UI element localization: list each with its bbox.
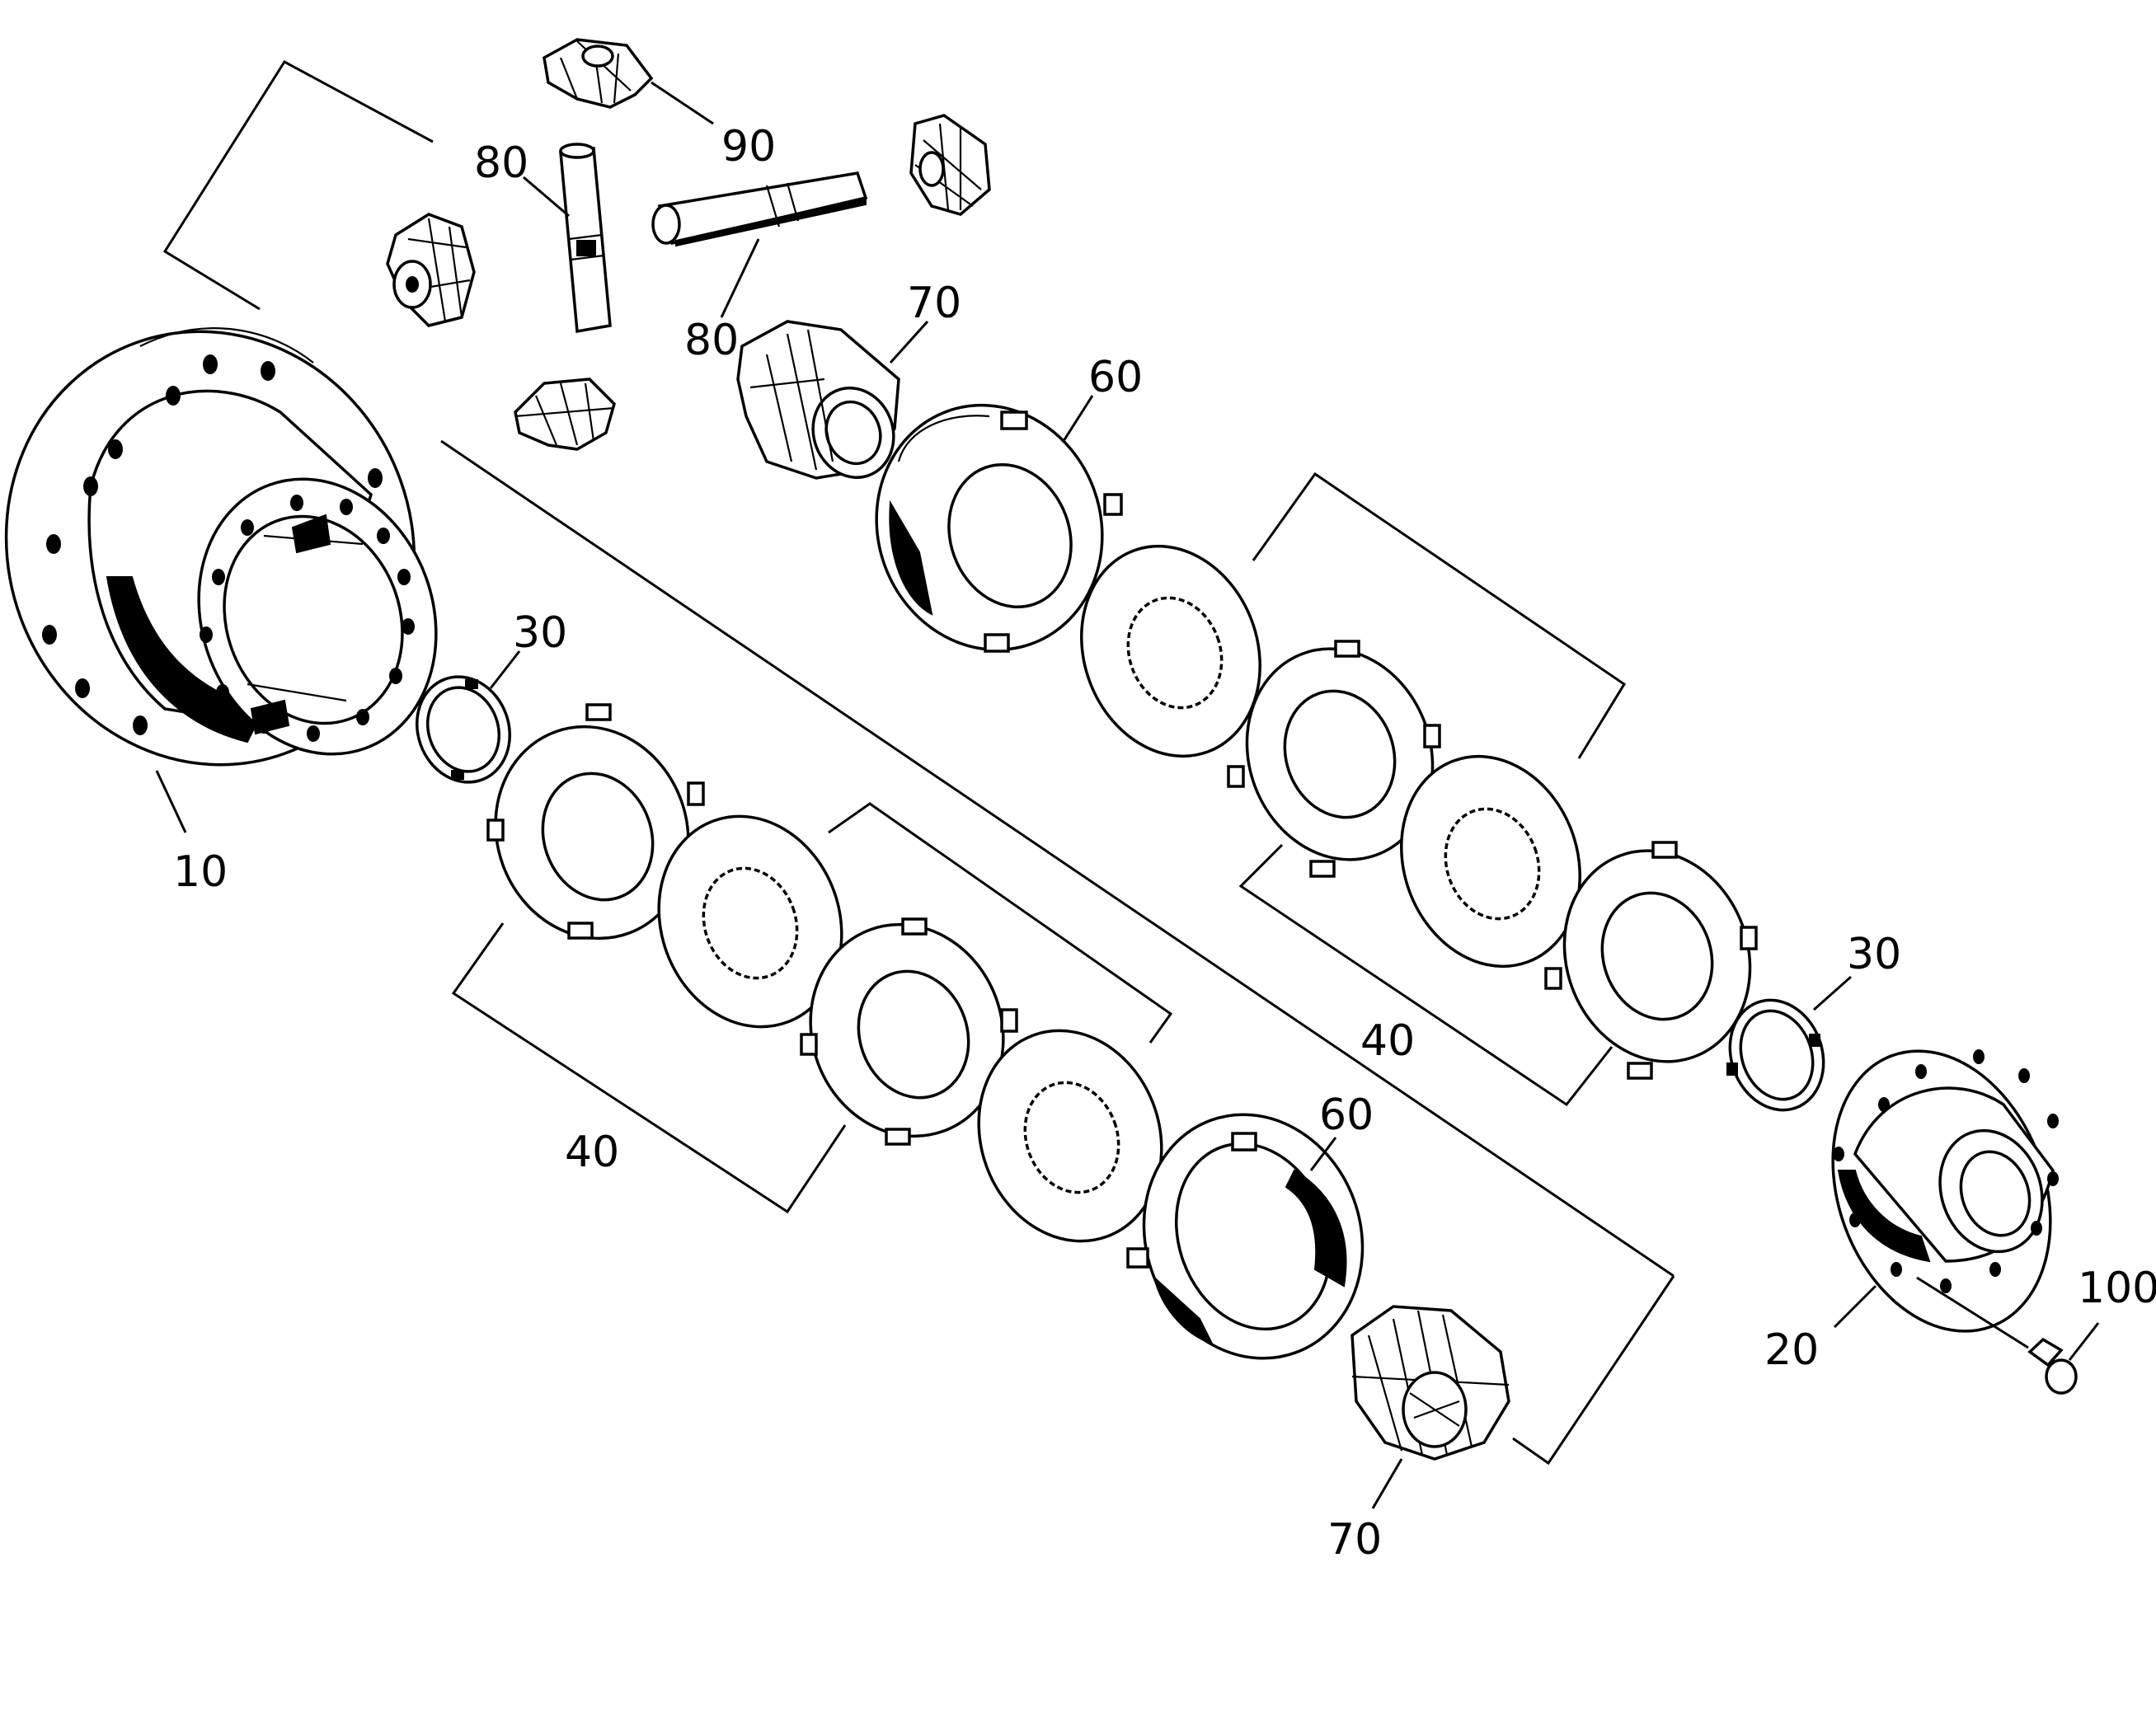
group-bracket-main-assembly	[440, 439, 1675, 1466]
leader-90	[651, 81, 714, 125]
callout-80-lower: 80	[684, 316, 739, 365]
leader-80-lower	[720, 238, 760, 318]
leader-60-upper	[1062, 395, 1094, 442]
callout-40-left: 40	[565, 1128, 619, 1177]
leader-20	[1833, 1284, 1877, 1329]
cross-shaft-80-vertical	[559, 143, 612, 334]
pinion-gear-90-bottom	[514, 378, 616, 451]
callout-70-upper: 70	[907, 279, 961, 328]
friction-disc-lower-2	[977, 1029, 1163, 1243]
leader-100	[2068, 1322, 2100, 1361]
steel-plate-upper-2	[1544, 841, 1758, 1080]
group-bracket-40-upper	[1238, 843, 1613, 1107]
group-bracket-50-upper	[1252, 471, 1627, 759]
callout-30-left: 30	[513, 608, 567, 658]
leader-80-upper	[523, 176, 570, 218]
callout-90: 90	[721, 122, 776, 171]
steel-plate-upper-1	[1227, 640, 1441, 878]
friction-disc-upper-1	[1080, 544, 1261, 758]
callout-40-right: 40	[1360, 1016, 1415, 1066]
callout-60-upper: 60	[1088, 353, 1143, 402]
thrust-washer-30-left	[415, 675, 512, 784]
bolt-100	[2027, 1337, 2078, 1395]
group-bracket-50-lower	[828, 802, 1173, 1044]
pressure-ring-60-lower	[1126, 1113, 1365, 1360]
side-gear-70-upper	[736, 320, 900, 480]
callout-100: 100	[2078, 1264, 2156, 1313]
flange-holes-20	[1833, 1049, 2059, 1293]
leader-60-lower	[1309, 1137, 1337, 1171]
callout-labels: 90 80 80 70 60 30 10 30 40 40 60 100 20 …	[173, 122, 2156, 1564]
case-half-20	[1831, 1049, 2059, 1333]
thrust-washer-30-right	[1726, 998, 1825, 1112]
callout-70-lower: 70	[1327, 1515, 1382, 1564]
callout-20: 20	[1764, 1325, 1819, 1375]
group-bracket-40-lower	[451, 922, 847, 1214]
pinion-gear-90-left	[386, 213, 476, 327]
bolt-axis-line	[1916, 1276, 2029, 1349]
callout-80-upper: 80	[474, 138, 528, 188]
friction-disc-upper-2	[1400, 754, 1581, 969]
leader-10	[155, 770, 187, 833]
steel-plate-lower-2	[800, 917, 1018, 1146]
inner-flange-holes	[200, 495, 415, 742]
pressure-ring-60-upper	[875, 403, 1123, 653]
friction-disc-lower-1	[657, 814, 843, 1029]
leader-70-upper	[889, 320, 929, 364]
callout-10: 10	[173, 847, 228, 897]
case-half-10	[4, 327, 438, 767]
flange-holes	[42, 354, 383, 735]
pinion-gear-90-right	[909, 114, 991, 216]
leader-70-lower	[1371, 1458, 1403, 1509]
leader-30-left	[489, 650, 521, 689]
leader-30-right	[1813, 975, 1852, 1011]
callout-60-lower: 60	[1319, 1091, 1374, 1140]
cross-shaft-80-horizontal	[651, 171, 868, 247]
side-gear-70-lower	[1350, 1305, 1510, 1461]
group-bracket-pinion-set	[162, 60, 434, 311]
steel-plate-lower-1	[486, 703, 705, 941]
callout-30-right: 30	[1847, 930, 1901, 979]
pinion-gear-90-top	[543, 38, 654, 109]
